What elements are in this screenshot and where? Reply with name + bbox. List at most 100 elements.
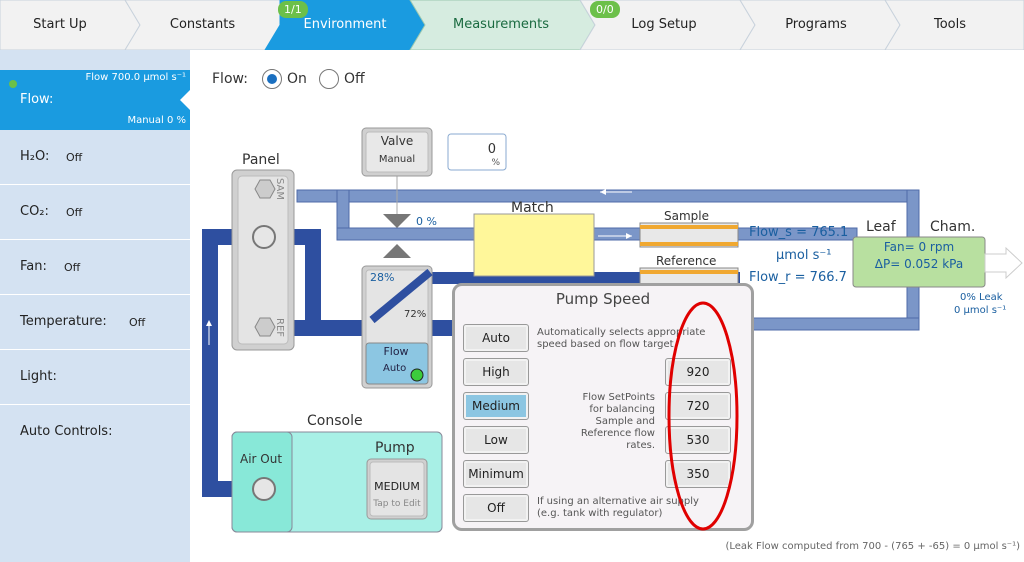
- console-label: Console: [307, 413, 363, 429]
- setpoint-high-button[interactable]: 920: [665, 358, 731, 386]
- sidebar-item-co2[interactable]: CO₂: Off: [0, 185, 190, 240]
- tab-constants[interactable]: Constants: [169, 17, 236, 32]
- top-navigation: Start Up Constants Environment 1/1 Measu…: [0, 0, 1024, 51]
- tab-tools[interactable]: Tools: [933, 17, 967, 32]
- nav-background: [0, 0, 1024, 51]
- status-dot-icon: [9, 80, 17, 88]
- pump-hint: Tap to Edit: [373, 499, 421, 509]
- sidebar-item-value: Off: [66, 151, 83, 164]
- valve-mode: Manual: [378, 154, 416, 165]
- split-top-percent: 28%: [370, 271, 395, 284]
- flow-button-label: Flow: [383, 345, 409, 358]
- fan-readout: Fan= 0 rpm: [883, 240, 955, 254]
- leak-flow-footnote: (Leak Flow computed from 700 - (765 + -6…: [725, 541, 1020, 552]
- sidebar-item-label: Temperature:: [20, 314, 107, 329]
- leak-percent: 0% Leak: [960, 292, 1003, 303]
- setpoint-minimum-button[interactable]: 350: [665, 460, 731, 488]
- off-description-line: (e.g. tank with regulator): [537, 508, 663, 519]
- sidebar-item-value: Off: [66, 206, 83, 219]
- hex-bolt-icon: [254, 317, 276, 337]
- flow-auto-button[interactable]: Flow Auto: [366, 345, 428, 374]
- sidebar-item-label: Light:: [20, 369, 57, 384]
- sidebar-item-light[interactable]: Light:: [0, 350, 190, 405]
- air-out-label: Air Out: [240, 452, 283, 466]
- leak-flow: 0 µmol s⁻¹: [954, 305, 1007, 316]
- pump-auto-button[interactable]: Auto: [463, 324, 529, 352]
- pump-label: Pump: [375, 440, 415, 456]
- sidebar-item-label: Fan:: [20, 259, 47, 274]
- sidebar-item-h2o[interactable]: H₂O: Off: [0, 130, 190, 185]
- auto-description: Automatically selects appropriate speed …: [537, 327, 705, 351]
- sidebar-item-label: Auto Controls:: [20, 424, 113, 439]
- valve-unit: %: [491, 158, 500, 168]
- flow-control-label: Flow:: [212, 71, 248, 87]
- sam-label: SAM: [274, 178, 285, 201]
- sidebar-item-auto-controls[interactable]: Auto Controls:: [0, 405, 190, 460]
- auto-description-line: Automatically selects appropriate: [537, 327, 706, 338]
- off-description: If using an alternative air supply (e.g.…: [537, 496, 699, 520]
- pump-medium-button[interactable]: Medium: [463, 392, 529, 420]
- off-description-line: If using an alternative air supply: [537, 496, 699, 507]
- valve-value: 0: [487, 142, 496, 157]
- sidebar-item-value: Off: [129, 316, 146, 329]
- valve-percent-readout: 0 %: [416, 215, 437, 228]
- hex-bolt-icon: [254, 179, 276, 199]
- valve-label: Valve: [380, 134, 414, 148]
- panel-label: Panel: [242, 152, 280, 168]
- chamber-label: Cham.: [930, 219, 976, 235]
- pressure-readout: ΔP= 0.052 kPa: [874, 257, 964, 271]
- tab-environment[interactable]: Environment: [303, 17, 387, 32]
- setpoint-medium-button[interactable]: 720: [665, 392, 731, 420]
- selected-pointer-icon: [180, 90, 190, 110]
- setpoint-description-line: for balancing: [589, 404, 655, 415]
- pump-minimum-button[interactable]: Minimum: [463, 460, 529, 488]
- sidebar-item-label: CO₂:: [20, 204, 49, 219]
- reference-label: Reference: [656, 254, 717, 268]
- setpoint-description-line: Reference flow: [580, 428, 655, 439]
- flow-off-label: Off: [344, 71, 365, 87]
- sidebar-item-temperature[interactable]: Temperature: Off: [0, 295, 190, 350]
- flow-off-radio[interactable]: [319, 69, 339, 89]
- sidebar-item-value: Off: [64, 261, 81, 274]
- valve-percent-input[interactable]: 0 %: [448, 134, 506, 170]
- sidebar: Flow 700.0 µmol s⁻¹ Flow: Manual 0 % H₂O…: [0, 50, 190, 562]
- dialog-title: Pump Speed: [555, 290, 651, 308]
- flow-r-readout: Flow_r = 766.7: [749, 270, 847, 285]
- setpoint-low-button[interactable]: 530: [665, 426, 731, 454]
- split-bottom-percent: 72%: [404, 309, 427, 320]
- sidebar-item-flow[interactable]: Flow 700.0 µmol s⁻¹ Flow: Manual 0 %: [0, 70, 190, 130]
- setpoint-description-line: Flow SetPoints: [582, 392, 655, 403]
- flow-unit: µmol s⁻¹: [776, 248, 832, 263]
- pump-edit-button[interactable]: MEDIUM Tap to Edit: [370, 462, 424, 509]
- sidebar-item-fan[interactable]: Fan: Off: [0, 240, 190, 295]
- flow-button-mode: Auto: [383, 363, 407, 374]
- measurements-badge: 0/0: [590, 1, 620, 18]
- sidebar-item-label: Flow:: [20, 92, 54, 107]
- pump-high-button[interactable]: High: [463, 358, 529, 386]
- setpoint-description-line: Sample and: [595, 416, 656, 427]
- tab-log-setup[interactable]: Log Setup: [631, 17, 697, 32]
- sample-label: Sample: [664, 209, 709, 223]
- leaf-chamber[interactable]: Fan= 0 rpm ΔP= 0.052 kPa: [853, 240, 985, 271]
- leaf-label: Leaf: [866, 219, 896, 235]
- sidebar-item-label: H₂O:: [20, 149, 50, 164]
- valve-button[interactable]: Valve Manual: [366, 134, 428, 165]
- flow-on-label: On: [287, 71, 307, 87]
- setpoint-description: Flow SetPoints for balancing Sample and …: [555, 392, 655, 452]
- flow-s-readout: Flow_s = 765.1: [749, 225, 849, 240]
- match-label: Match: [511, 200, 554, 216]
- flow-on-radio[interactable]: [262, 69, 282, 89]
- tab-measurements[interactable]: Measurements: [452, 17, 550, 32]
- setpoint-description-line: rates.: [626, 440, 655, 451]
- environment-badge: 1/1: [278, 1, 308, 18]
- pump-value: MEDIUM: [374, 480, 420, 493]
- pump-off-button[interactable]: Off: [463, 494, 529, 522]
- auto-description-line: speed based on flow target: [537, 339, 674, 350]
- pump-low-button[interactable]: Low: [463, 426, 529, 454]
- tab-programs[interactable]: Programs: [785, 17, 847, 32]
- flow-setting: Flow 700.0 µmol s⁻¹: [85, 72, 187, 83]
- flow-mode: Manual 0 %: [127, 115, 186, 126]
- ref-label: REF: [274, 318, 285, 338]
- tab-start-up[interactable]: Start Up: [33, 17, 87, 32]
